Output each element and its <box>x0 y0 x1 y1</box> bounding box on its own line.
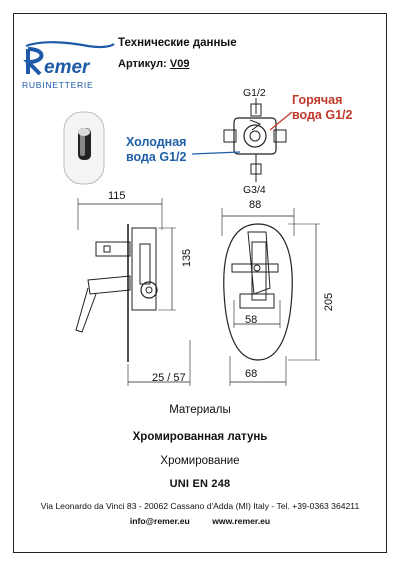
dim-front-bottom: 68 <box>245 368 258 380</box>
website-link[interactable]: www.remer.eu <box>212 516 271 526</box>
email-link[interactable]: info@remer.eu <box>129 516 190 526</box>
company-address: Via Leonardo da Vinci 83 - 20062 Cassano… <box>40 501 360 511</box>
material-finish: Хромирование <box>160 455 240 467</box>
contact-line: info@remer.eu www.remer.eu <box>0 516 400 526</box>
article-code: V09 <box>169 58 190 70</box>
dim-side-height: 135 <box>181 248 194 268</box>
remer-logo: emer <box>23 41 115 78</box>
dim-side-wall: 25 / 57 <box>152 372 186 384</box>
dim-front-height: 205 <box>323 292 336 312</box>
connection-top-label: G1/2 <box>243 87 266 99</box>
hot-water-label: Горячая вода G1/2 <box>292 93 353 122</box>
article-line: Артикул: V09 <box>118 58 189 70</box>
connection-bottom-label: G3/4 <box>243 184 266 196</box>
cold-water-label: Холодная вода G1/2 <box>126 135 187 164</box>
material-body: Хромированная латунь <box>132 431 268 443</box>
article-label: Артикул: <box>118 58 167 70</box>
dim-front-width: 88 <box>249 199 262 211</box>
dim-side-depth: 115 <box>108 190 126 202</box>
product-photo <box>63 111 105 185</box>
materials-heading: Материалы <box>169 404 231 416</box>
page-title: Технические данные <box>118 37 237 49</box>
side-view-drawing <box>75 198 191 386</box>
valve-body-diagram <box>223 98 287 182</box>
material-standard: UNI EN 248 <box>169 478 231 490</box>
svg-text:emer: emer <box>44 57 91 78</box>
logo-subtitle: RUBINETTERIE <box>22 80 94 90</box>
dim-front-inner: 58 <box>245 314 258 326</box>
document-frame <box>13 13 387 553</box>
front-view-drawing <box>221 208 320 386</box>
